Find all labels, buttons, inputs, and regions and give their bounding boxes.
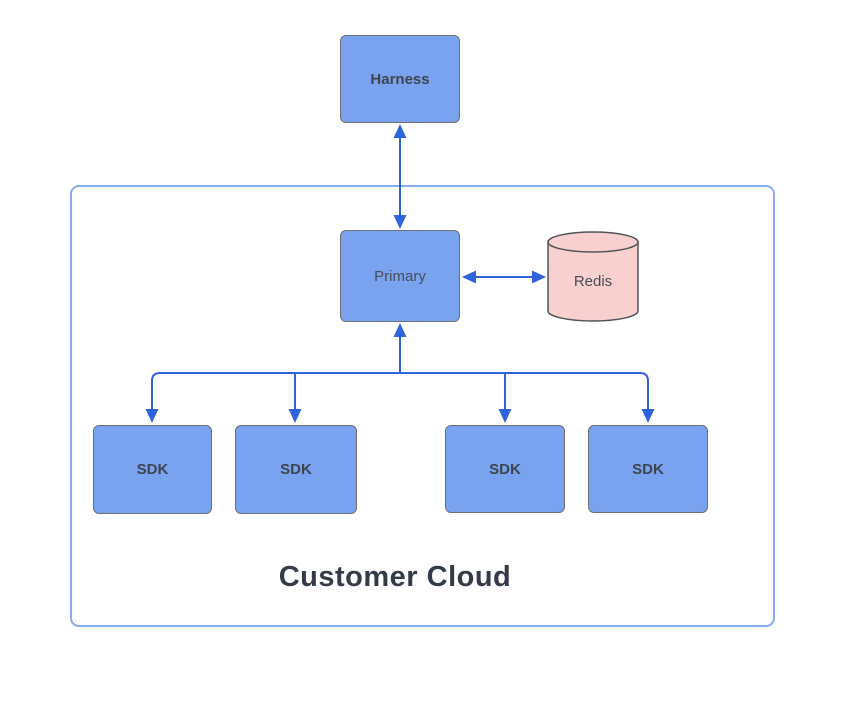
redis-label: Redis — [573, 273, 613, 290]
harness-node: Harness — [340, 35, 460, 123]
sdk-node-1: SDK — [93, 425, 212, 514]
sdk-node-3: SDK — [445, 425, 565, 513]
harness-label: Harness — [370, 70, 430, 88]
sdk-label-4: SDK — [632, 460, 664, 478]
primary-node: Primary — [340, 230, 460, 322]
sdk-label-3: SDK — [489, 460, 521, 478]
sdk-label-2: SDK — [280, 461, 312, 478]
sdk-node-4: SDK — [588, 425, 708, 513]
sdk-label-1: SDK — [136, 461, 169, 478]
primary-label: Primary — [374, 267, 426, 285]
cylinder-shape-icon — [547, 231, 639, 322]
customer-cloud-title: Customer Cloud — [278, 561, 512, 593]
sdk-node-2: SDK — [235, 425, 357, 514]
redis-cylinder-node: Redis — [547, 231, 639, 322]
